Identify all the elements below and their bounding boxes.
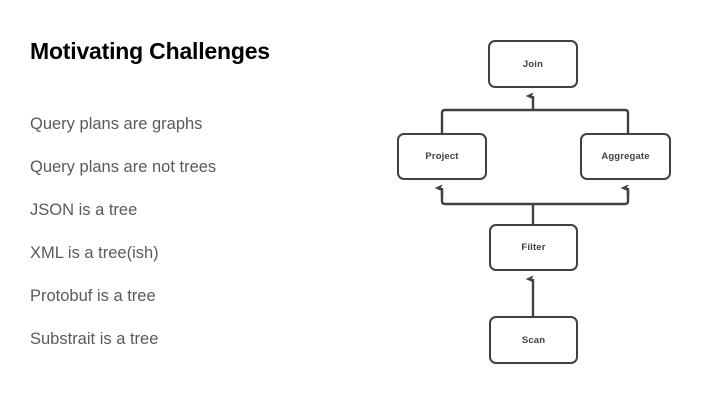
node-project-label: Project — [425, 151, 459, 162]
list-item: Protobuf is a tree — [30, 287, 156, 305]
node-scan[interactable]: Scan — [489, 316, 578, 364]
edge-bus-upper — [440, 108, 630, 135]
node-aggregate[interactable]: Aggregate — [580, 133, 671, 180]
list-item: Query plans are not trees — [30, 158, 217, 176]
node-filter[interactable]: Filter — [489, 224, 578, 271]
list-item: Query plans are graphs — [30, 115, 203, 133]
list-item: JSON is a tree — [30, 201, 138, 219]
bullet-list: Query plans are graphs Query plans are n… — [30, 103, 370, 361]
node-aggregate-label: Aggregate — [601, 151, 650, 162]
page-title: Motivating Challenges — [30, 38, 270, 64]
edge-bus-lower — [440, 190, 630, 206]
node-join[interactable]: Join — [488, 40, 578, 88]
node-project[interactable]: Project — [397, 133, 487, 180]
node-filter-label: Filter — [521, 242, 546, 253]
list-item: XML is a tree(ish) — [30, 244, 159, 262]
query-plan-diagram: Join Project Aggregate Filter Scan — [380, 0, 720, 406]
text-column: Motivating Challenges Query plans are gr… — [30, 36, 370, 348]
list-item: Substrait is a tree — [30, 330, 159, 348]
node-scan-label: Scan — [521, 334, 546, 346]
node-join-label: Join — [522, 58, 544, 70]
